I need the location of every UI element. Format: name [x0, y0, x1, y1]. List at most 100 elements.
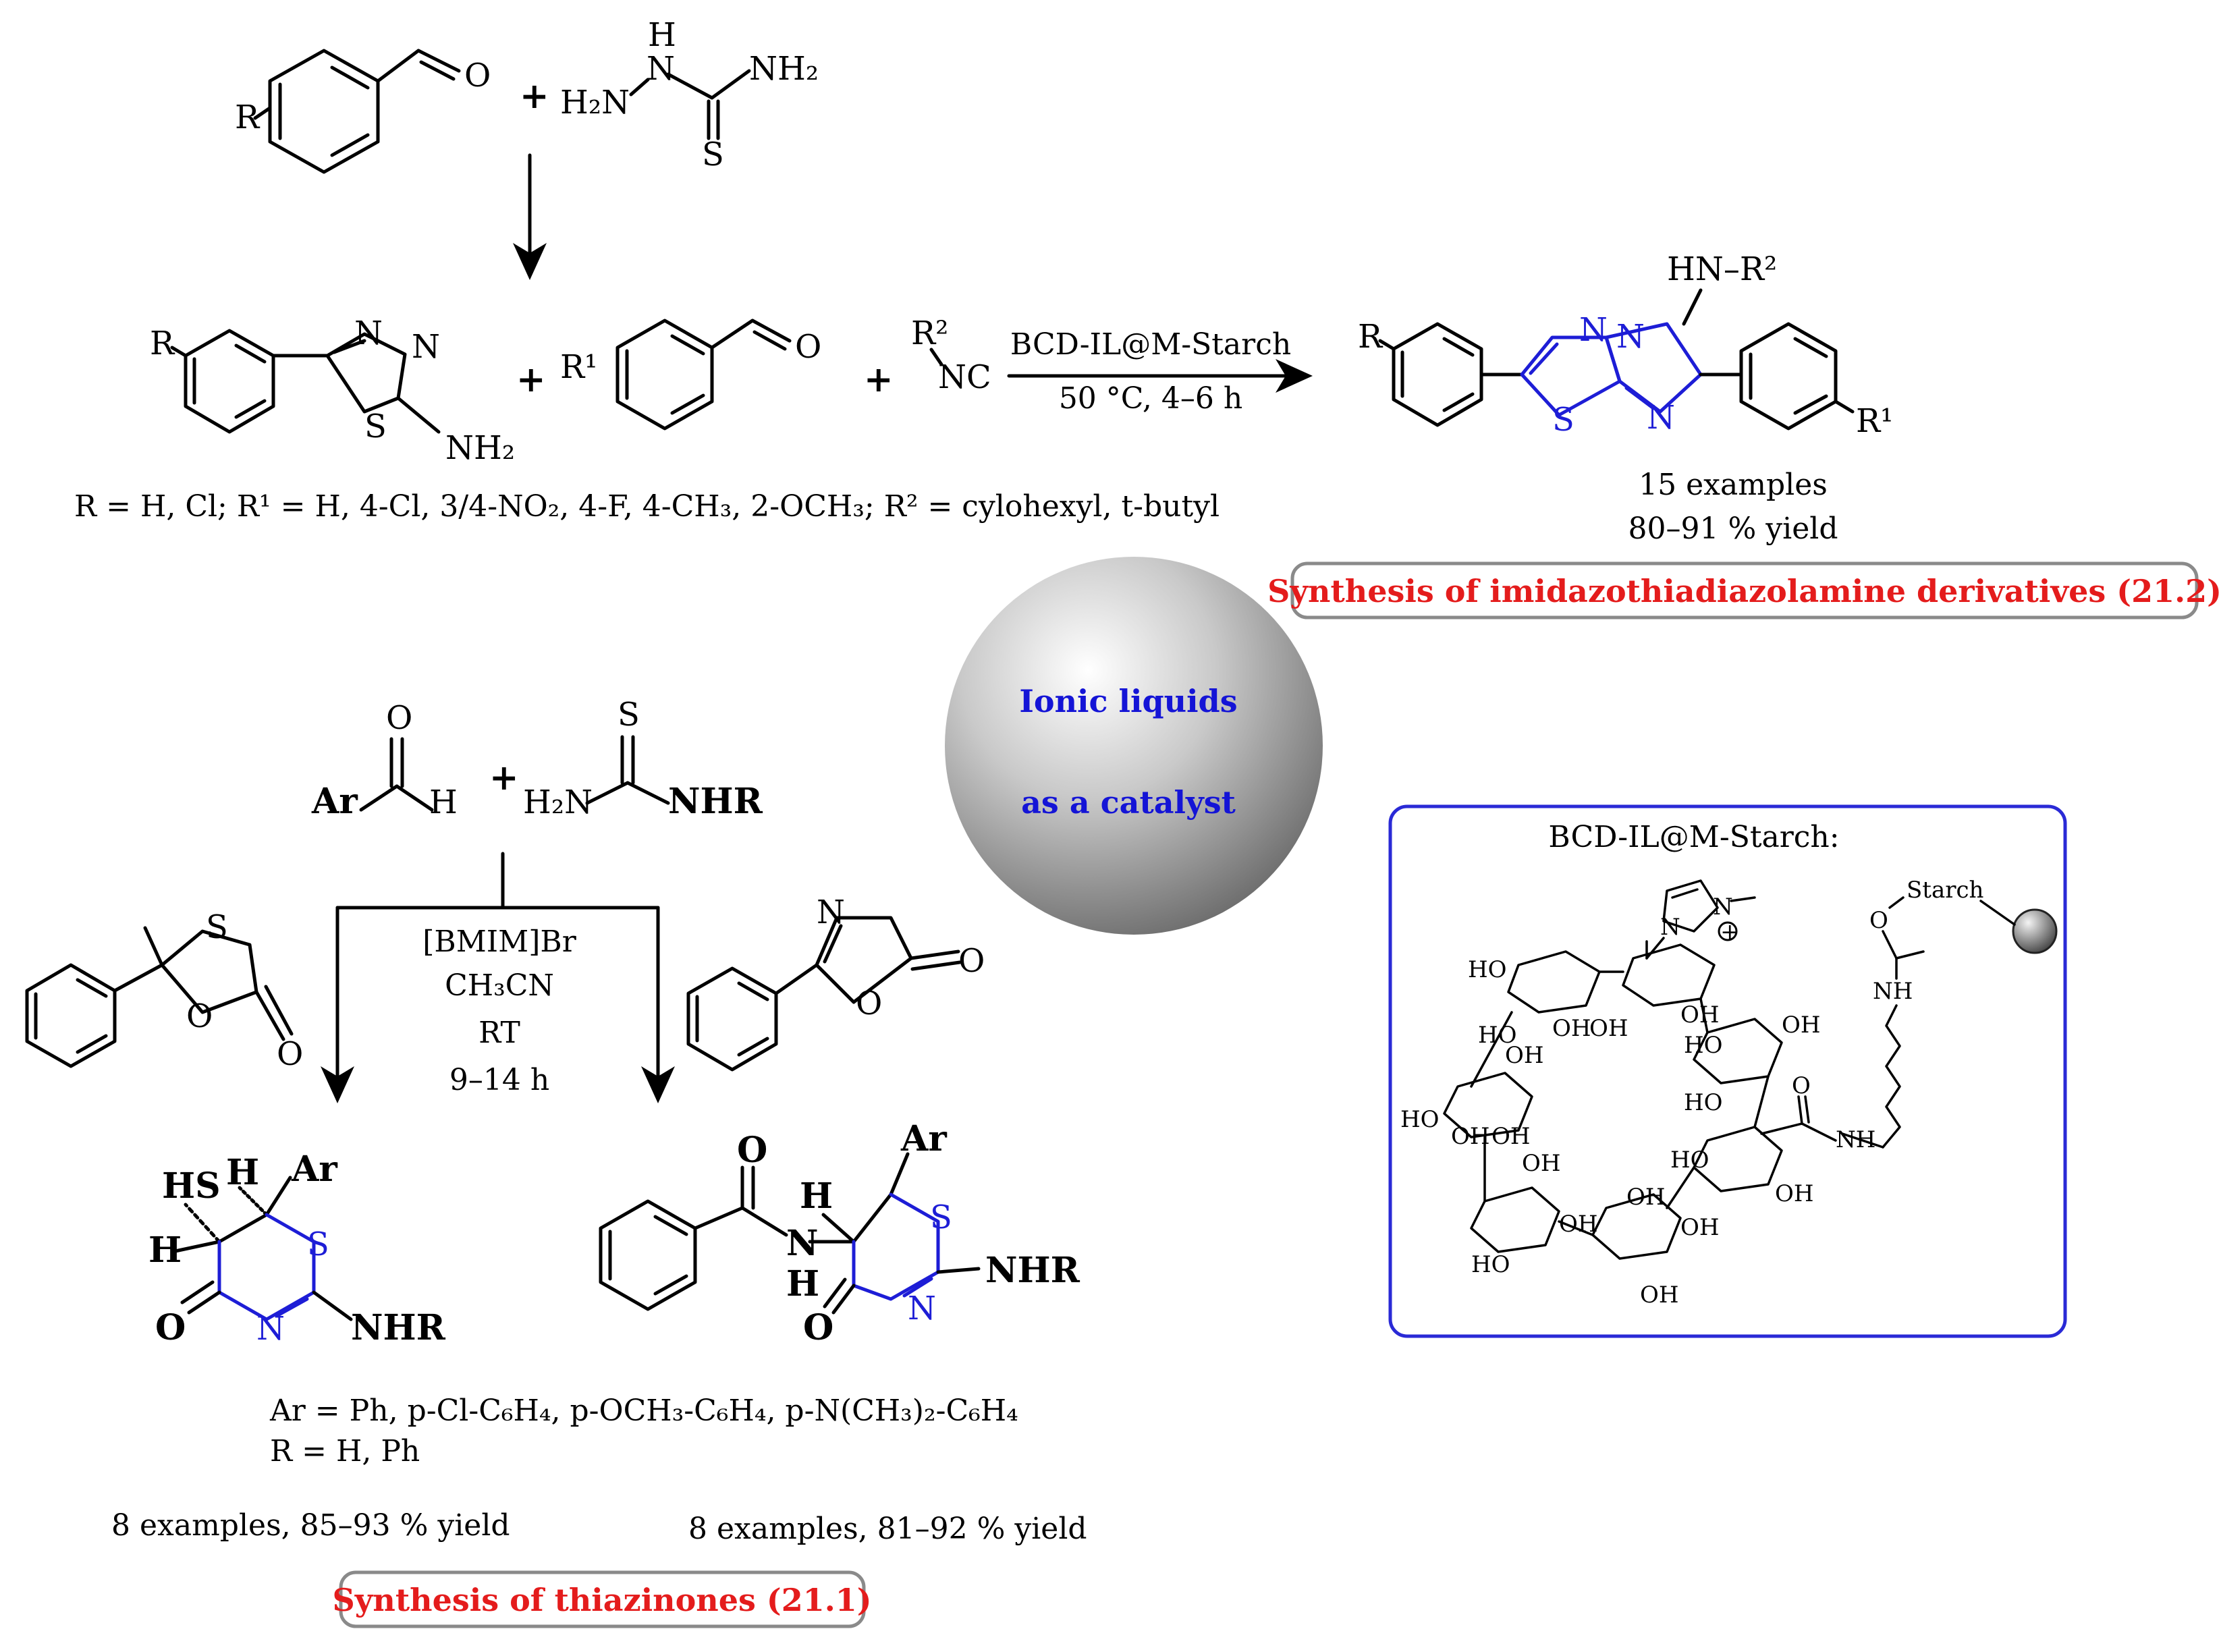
substituent-r: R: [1358, 318, 1384, 356]
isocyanide-structure: R² NC: [911, 314, 991, 396]
substituted-benzaldehyde-structure: O R¹: [560, 319, 821, 431]
plus-sign: +: [520, 76, 549, 117]
atom-o1: O: [186, 997, 213, 1035]
examples-count: 15 examples: [1639, 468, 1828, 502]
oxazolone-byproduct: N O O: [686, 893, 985, 1072]
hydroxyl-label: OH: [1522, 1150, 1561, 1177]
amine-nh2: NH₂: [445, 429, 515, 467]
imidazothiadiazole-product: HN–R² R N N S N R¹: [1358, 250, 1893, 440]
hydroxyl-label: OH: [1552, 1015, 1591, 1042]
hydroxyl-label: HO: [1478, 1022, 1517, 1049]
substituent-r: R: [150, 325, 175, 362]
atom-s: S: [364, 408, 387, 445]
hs-label: HS: [162, 1165, 221, 1207]
atom-s: S: [307, 1226, 329, 1263]
condition-4: 9–14 h: [449, 1063, 549, 1097]
bottom-reaction: O Ar H + S H₂N NHR [BMIM]Br CH₃CN: [25, 696, 1087, 1628]
ar-note: Ar = Ph, p-Cl-C₆H₄, p-OCH₃-C₆H₄, p-N(CH₃…: [269, 1394, 1018, 1428]
sphere-line1: Ionic liquids: [1019, 683, 1237, 719]
atom-n2: N: [1616, 318, 1645, 356]
atom-nh-h: H: [786, 1263, 819, 1304]
atom-s: S: [1552, 401, 1574, 439]
atom-nhr: NHR: [351, 1307, 446, 1348]
atom-n1: N: [354, 314, 383, 352]
atom-s: S: [930, 1199, 952, 1236]
hydroxyl-label: HO: [1471, 1251, 1510, 1278]
plus-charge: +: [1720, 918, 1740, 945]
condition-2: CH₃CN: [445, 968, 554, 1003]
aryl-aldehyde: O Ar H: [311, 699, 458, 822]
starch-bead: [2012, 908, 2058, 954]
starch-linker: Starch O NH NH O: [1760, 877, 2058, 1153]
atom-n: N: [256, 1310, 285, 1348]
hydroxyl-label: OH: [1680, 1001, 1720, 1028]
hydroxyl-label: HO: [1670, 1147, 1709, 1174]
oxygen-label: O: [795, 328, 821, 366]
title-thiazinones: Synthesis of thiazinones (21.1): [332, 1582, 871, 1618]
imidazolium-ring: N + N: [1645, 879, 1756, 960]
atom-s: S: [206, 908, 228, 946]
oxygen-label: O: [464, 57, 491, 94]
branching-arrows: [BMIM]Br CH₃CN RT 9–14 h: [321, 852, 675, 1103]
catalyst-label: BCD-IL@M-Starch: [1010, 327, 1291, 362]
atom-o2: O: [958, 942, 985, 980]
atom-h2n: H₂N: [523, 783, 593, 821]
thiazinone-product-right: O N H H Ar S N O NHR: [599, 1118, 1080, 1348]
hydroxyl-label: OH: [1640, 1282, 1679, 1309]
nh-chain: NH: [1873, 978, 1913, 1005]
atom-n2: N: [1660, 914, 1680, 941]
ester-o: O: [1869, 907, 1888, 934]
hydroxyl-label: OH: [1589, 1015, 1628, 1042]
condition-1: [BMIM]Br: [422, 925, 576, 959]
hydroxyl-label: OH: [1491, 1123, 1531, 1150]
atom-s: S: [702, 136, 724, 173]
atom-n2: N: [412, 328, 440, 366]
top-reaction: R O + H N H₂N NH₂ S R: [74, 16, 2219, 620]
atom-o1: O: [737, 1130, 767, 1171]
aryl-ar: Ar: [311, 781, 358, 822]
atom-h2n: H₂N: [560, 84, 630, 121]
hydroxyl-label: OH: [1775, 1180, 1814, 1207]
amide-nh: NH: [1836, 1126, 1875, 1153]
thiazinone-product-left: HS H Ar H S N O NHR: [148, 1149, 446, 1348]
condition-3: RT: [478, 1016, 520, 1050]
starch-label: Starch: [1907, 877, 1983, 904]
catalyst-title: BCD-IL@M-Starch:: [1548, 820, 1839, 854]
hydroxyl-label: OH: [1505, 1042, 1544, 1069]
isocyanide-nc: NC: [938, 358, 991, 396]
catalyst-frame: [1388, 804, 2067, 1338]
atom-n-plus: N: [1713, 893, 1733, 920]
atom-o1: O: [856, 985, 882, 1022]
substituent-r1: R¹: [1856, 402, 1893, 440]
substituent-r1: R¹: [560, 348, 597, 386]
hydroxyl-label: OH: [1559, 1211, 1598, 1238]
examples-left: 8 examples, 85–93 % yield: [111, 1508, 510, 1543]
hydroxyl-label: OH: [1782, 1012, 1821, 1039]
atom-n1: N: [1579, 311, 1608, 349]
ionic-liquid-sphere: Ionic liquids as a catalyst: [945, 557, 1323, 935]
sphere-line2: as a catalyst: [1021, 784, 1236, 821]
aryl-ar: Ar: [291, 1149, 337, 1190]
atom-o2: O: [277, 1035, 303, 1073]
substituent-r: R: [235, 99, 261, 136]
substituent-note: R = H, Cl; R¹ = H, 4-Cl, 3/4-NO₂, 4-F, 4…: [74, 489, 1220, 524]
cyclodextrin-ring: HO OH HO OH OH HO OH HO OH OH HO OH HO O…: [1400, 940, 1821, 1309]
atom-o: O: [386, 699, 412, 737]
atom-n: N: [647, 50, 675, 88]
atom-h: H: [800, 1176, 833, 1217]
title-box-imidazothiadiazolamine: [1290, 561, 2199, 620]
thiourea: S H₂N NHR: [523, 696, 763, 822]
atom-s: S: [618, 696, 640, 734]
atom-nhr: NHR: [668, 781, 763, 822]
atom-h: H: [648, 16, 676, 54]
plus-sign: +: [864, 359, 894, 400]
atom-n3: N: [1647, 399, 1675, 437]
plus-sign: +: [489, 757, 519, 798]
benzaldehyde-structure: R O: [235, 49, 491, 174]
aryl-ar: Ar: [900, 1118, 947, 1159]
hydroxyl-label: HO: [1468, 956, 1507, 983]
atom-h: H: [429, 783, 458, 821]
oxathiolanone-byproduct: S O O: [25, 908, 303, 1073]
examples-right: 8 examples, 81–92 % yield: [688, 1512, 1087, 1546]
thiosemicarbazide-structure: H N H₂N NH₂ S: [560, 16, 819, 173]
